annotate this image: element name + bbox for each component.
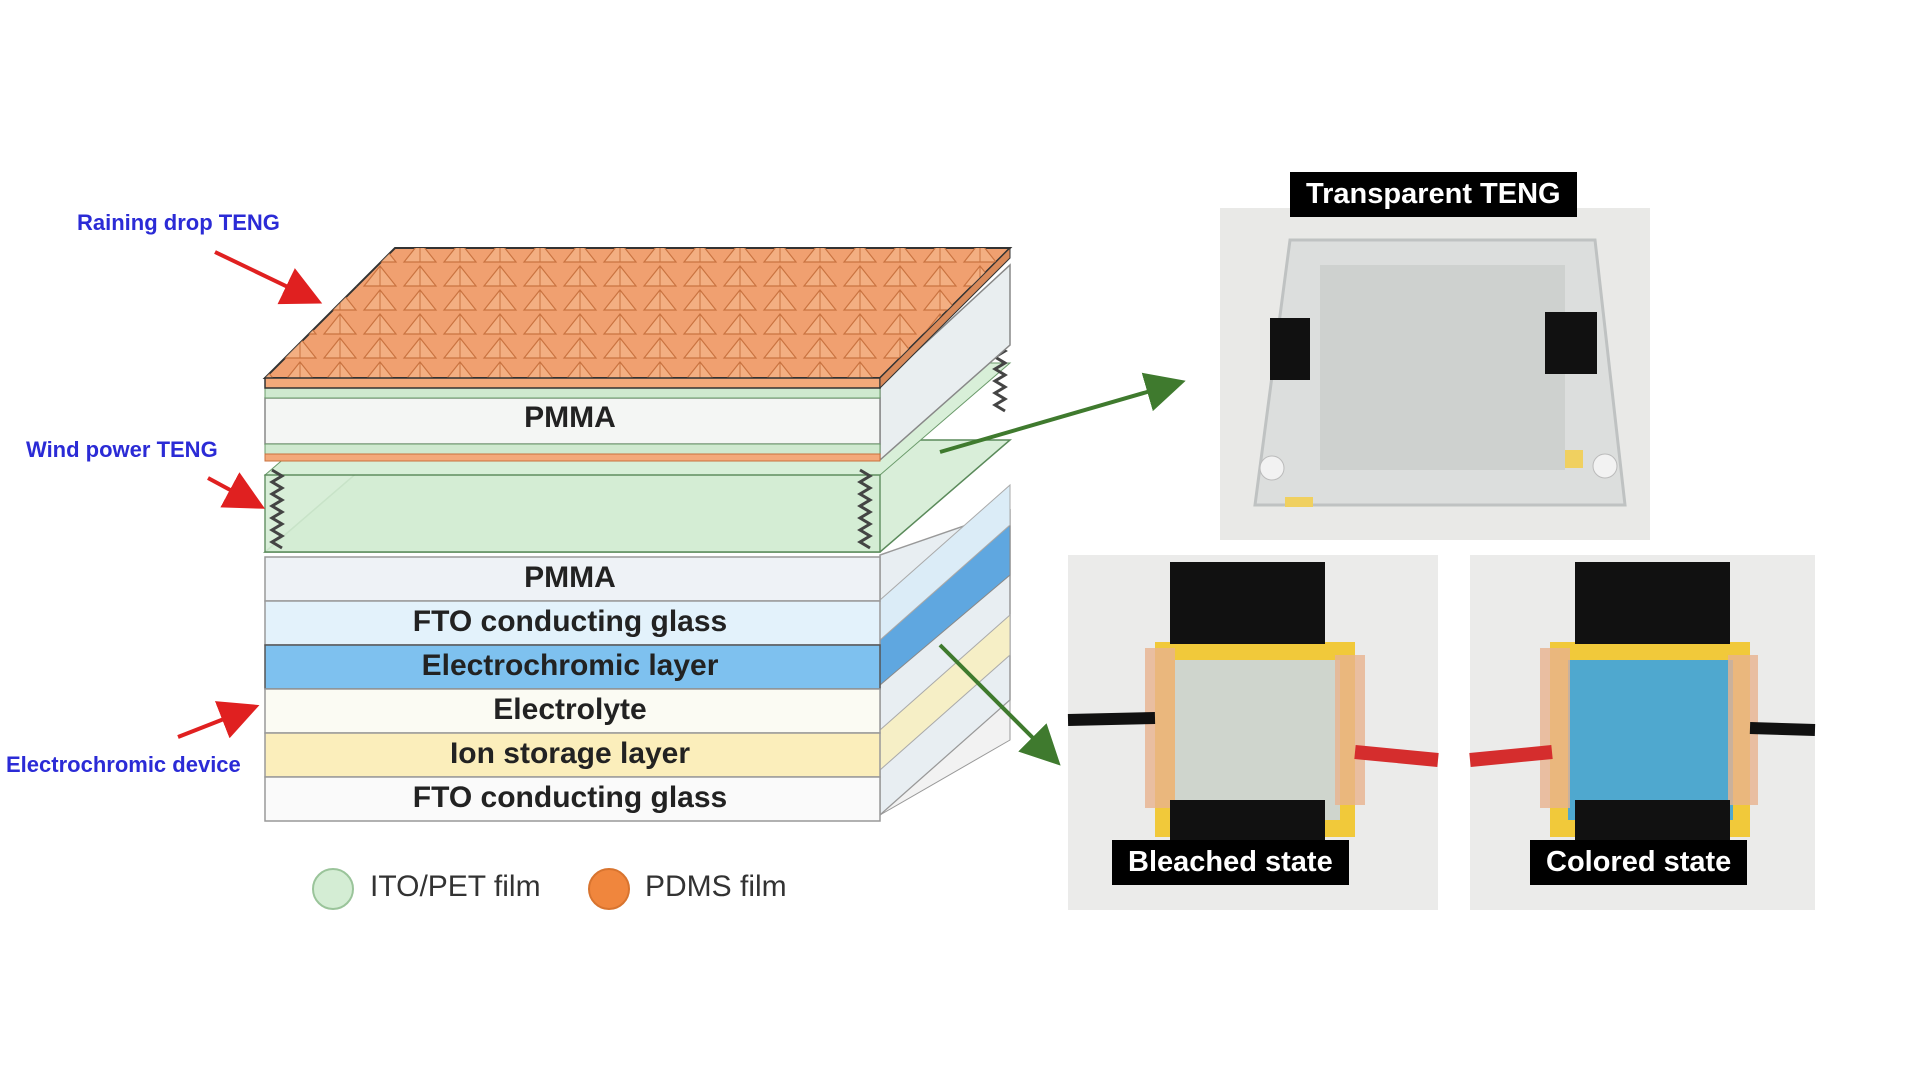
layer-ion-storage	[264, 732, 881, 778]
caption-colored-state: Colored state	[1530, 840, 1748, 885]
text-pmma-bottom: PMMA	[524, 561, 616, 594]
photo-colored	[1469, 555, 1816, 910]
raining-teng	[262, 246, 1013, 390]
layer-fto-bottom	[264, 776, 881, 822]
layer-pmma-bottom	[264, 556, 881, 602]
label-wind-power-teng: Wind power TENG	[26, 437, 218, 462]
spring-mid	[857, 468, 873, 550]
text-fto-bottom: FTO conducting glass	[412, 781, 728, 814]
text-electrochromic-layer: Electrochromic layer	[421, 649, 719, 682]
text-electrolyte: Electrolyte	[493, 693, 647, 726]
legend-ito-pet-label: ITO/PET film	[370, 870, 541, 903]
text-fto-top: FTO conducting glass	[412, 605, 728, 638]
label-raining-drop-teng: Raining drop TENG	[77, 210, 280, 235]
layer-electrolyte	[264, 688, 881, 734]
text-ion-storage: Ion storage layer	[449, 737, 691, 770]
label-electrochromic-device: Electrochromic device	[6, 752, 241, 777]
text-pmma-top: PMMA	[524, 401, 616, 434]
caption-transparent-teng: Transparent TENG	[1290, 172, 1577, 217]
layer-electrochromic	[264, 644, 881, 690]
arrow-electrochromic	[177, 701, 260, 739]
spring-left	[269, 468, 285, 550]
photo-transparent-teng	[1220, 208, 1650, 540]
arrow-to-teng-photo	[939, 372, 1186, 454]
arrow-raining	[214, 250, 323, 305]
clip-right	[1545, 312, 1597, 374]
layer-fto-top	[264, 600, 881, 646]
bottom-stack	[264, 483, 1011, 822]
clip-left	[1270, 318, 1310, 380]
caption-bleached-state: Bleached state	[1112, 840, 1349, 885]
legend-pdms-label: PDMS film	[645, 870, 787, 903]
legend-pdms-swatch	[588, 868, 630, 910]
arrow-wind	[207, 472, 266, 509]
arrow-to-ec-photos	[938, 643, 1061, 766]
legend-ito-pet-swatch	[312, 868, 354, 910]
pmma-top-plate	[264, 263, 1011, 462]
